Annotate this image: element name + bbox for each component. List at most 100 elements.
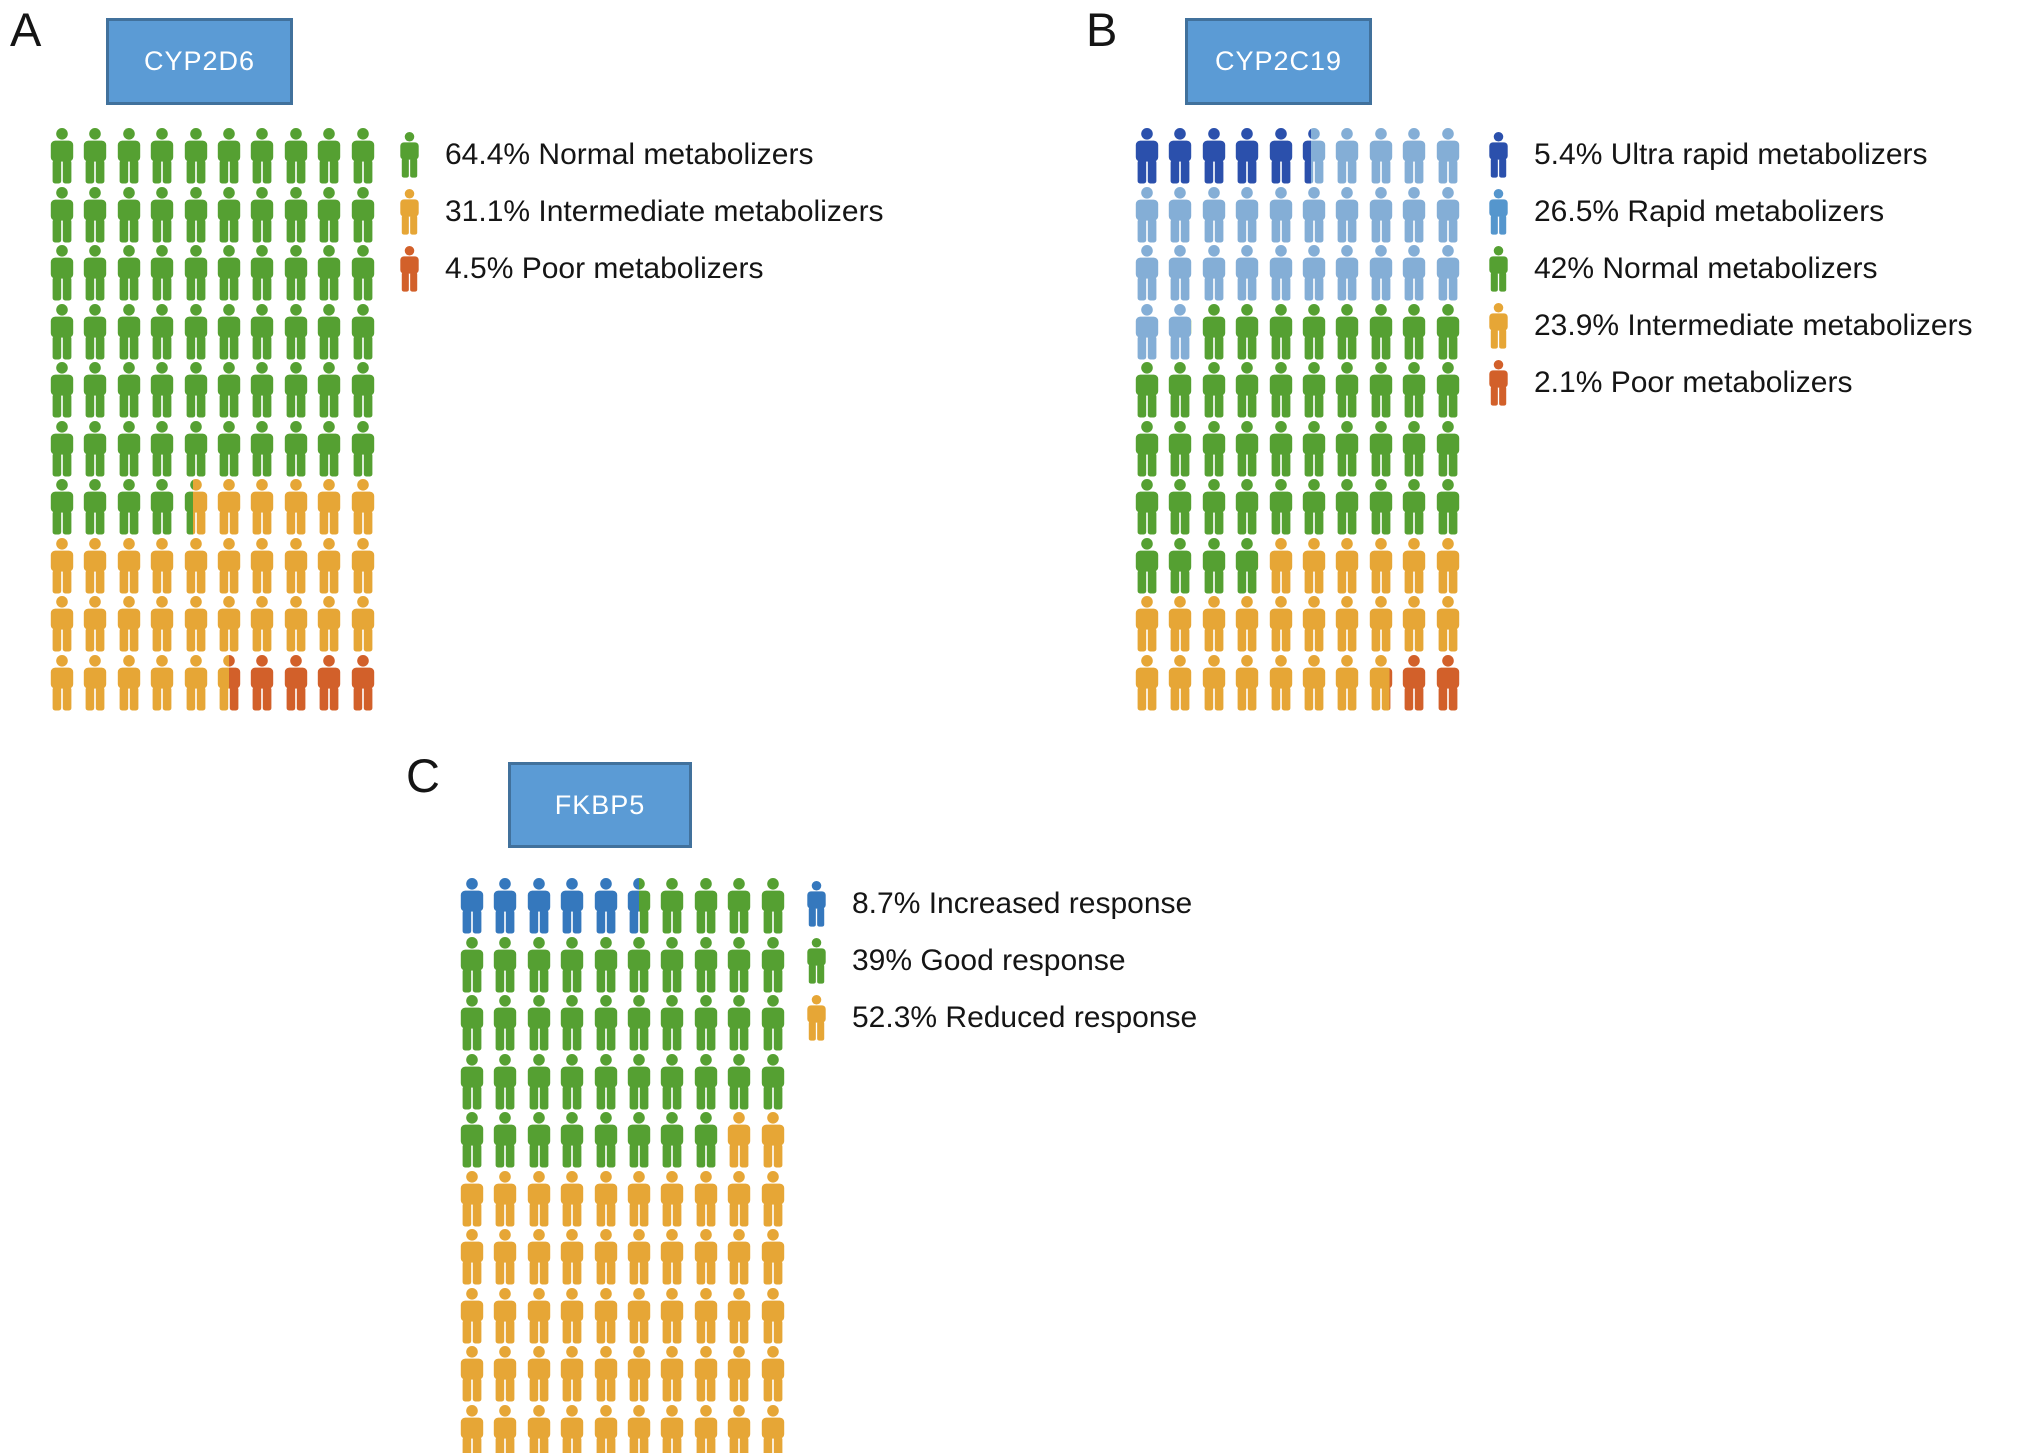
person-icon xyxy=(349,479,377,535)
person-icon xyxy=(725,878,753,934)
person-icon xyxy=(1434,479,1462,535)
person-icon xyxy=(48,537,76,594)
person-icon xyxy=(1300,245,1328,301)
person-icon xyxy=(282,303,310,360)
person-icon xyxy=(658,1346,686,1402)
person-icon xyxy=(148,362,176,418)
person-icon xyxy=(182,479,210,535)
person-icon xyxy=(592,1404,620,1453)
person-icon xyxy=(315,596,343,652)
person-icon xyxy=(248,537,276,594)
person-icon xyxy=(725,1346,753,1402)
legend-label: 39% Good response xyxy=(852,944,1126,977)
person-icon xyxy=(81,128,109,184)
person-icon xyxy=(315,128,343,184)
person-icon xyxy=(115,537,143,594)
person-icon xyxy=(759,1346,787,1402)
person-icon xyxy=(525,1112,553,1168)
person-icon xyxy=(805,938,828,984)
legend-item: 5.4% Ultra rapid metabolizers xyxy=(1487,131,1973,179)
person-icon xyxy=(1133,245,1161,301)
person-icon xyxy=(625,1404,653,1453)
person-icon xyxy=(1166,128,1194,184)
person-icon xyxy=(215,479,243,535)
person-icon xyxy=(1367,537,1395,594)
person-icon xyxy=(625,1170,653,1227)
person-icon xyxy=(1333,245,1361,301)
person-icon xyxy=(692,878,720,934)
person-icon xyxy=(491,1170,519,1227)
person-icon xyxy=(1166,596,1194,652)
person-icon xyxy=(525,995,553,1051)
person-icon xyxy=(1133,596,1161,652)
person-icon xyxy=(1166,362,1194,418)
person-icon xyxy=(658,936,686,993)
person-icon xyxy=(1267,128,1295,184)
person-icon xyxy=(1133,362,1161,418)
person-icon xyxy=(48,245,76,301)
person-icon xyxy=(148,186,176,243)
person-icon xyxy=(658,1112,686,1168)
person-icon xyxy=(182,537,210,594)
person-icon xyxy=(282,420,310,477)
person-icon xyxy=(1487,132,1510,178)
person-icon xyxy=(1200,186,1228,243)
person-icon xyxy=(349,537,377,594)
panel-letter: C xyxy=(406,749,440,802)
person-icon xyxy=(1367,128,1395,184)
person-icon xyxy=(1133,186,1161,243)
legend-item: 26.5% Rapid metabolizers xyxy=(1487,188,1973,236)
person-icon xyxy=(592,878,620,934)
legend-item: 2.1% Poor metabolizers xyxy=(1487,359,1973,407)
person-icon xyxy=(215,303,243,360)
person-icon xyxy=(182,245,210,301)
person-icon xyxy=(658,1287,686,1344)
person-icon xyxy=(625,1346,653,1402)
person-icon xyxy=(1400,596,1428,652)
legend-label: 8.7% Increased response xyxy=(852,887,1193,920)
legend-label: 23.9% Intermediate metabolizers xyxy=(1534,309,1973,342)
person-icon xyxy=(458,878,486,934)
gene-title-box: CYP2D6 xyxy=(106,18,293,105)
person-icon xyxy=(1133,537,1161,594)
person-icon xyxy=(759,1112,787,1168)
legend-item: 4.5% Poor metabolizers xyxy=(398,245,884,293)
person-icon xyxy=(398,189,421,235)
person-icon xyxy=(1200,362,1228,418)
person-icon xyxy=(458,1170,486,1227)
person-icon xyxy=(148,303,176,360)
person-icon xyxy=(1434,537,1462,594)
person-icon xyxy=(282,186,310,243)
person-icon xyxy=(315,479,343,535)
person-icon xyxy=(1267,654,1295,711)
person-icon xyxy=(1133,303,1161,360)
person-icon xyxy=(759,1053,787,1110)
person-icon xyxy=(1267,479,1295,535)
person-icon xyxy=(692,1229,720,1285)
person-icon xyxy=(349,186,377,243)
person-icon xyxy=(759,1287,787,1344)
person-icon xyxy=(1233,596,1261,652)
person-icon xyxy=(81,420,109,477)
person-icon xyxy=(1434,245,1462,301)
person-icon xyxy=(1200,128,1228,184)
person-icon xyxy=(558,1287,586,1344)
person-icon xyxy=(625,1112,653,1168)
person-icon xyxy=(1233,420,1261,477)
legend-label: 5.4% Ultra rapid metabolizers xyxy=(1534,138,1928,171)
person-icon xyxy=(1333,362,1361,418)
person-icon xyxy=(1233,186,1261,243)
person-icon xyxy=(658,878,686,934)
person-icon xyxy=(81,245,109,301)
person-icon xyxy=(1233,362,1261,418)
person-icon xyxy=(1400,186,1428,243)
person-icon xyxy=(248,128,276,184)
person-icon xyxy=(248,362,276,418)
person-icon xyxy=(1434,362,1462,418)
person-icon xyxy=(1267,186,1295,243)
person-icon xyxy=(458,1053,486,1110)
person-icon xyxy=(248,245,276,301)
person-icon xyxy=(349,303,377,360)
person-icon xyxy=(1367,362,1395,418)
person-icon xyxy=(182,420,210,477)
